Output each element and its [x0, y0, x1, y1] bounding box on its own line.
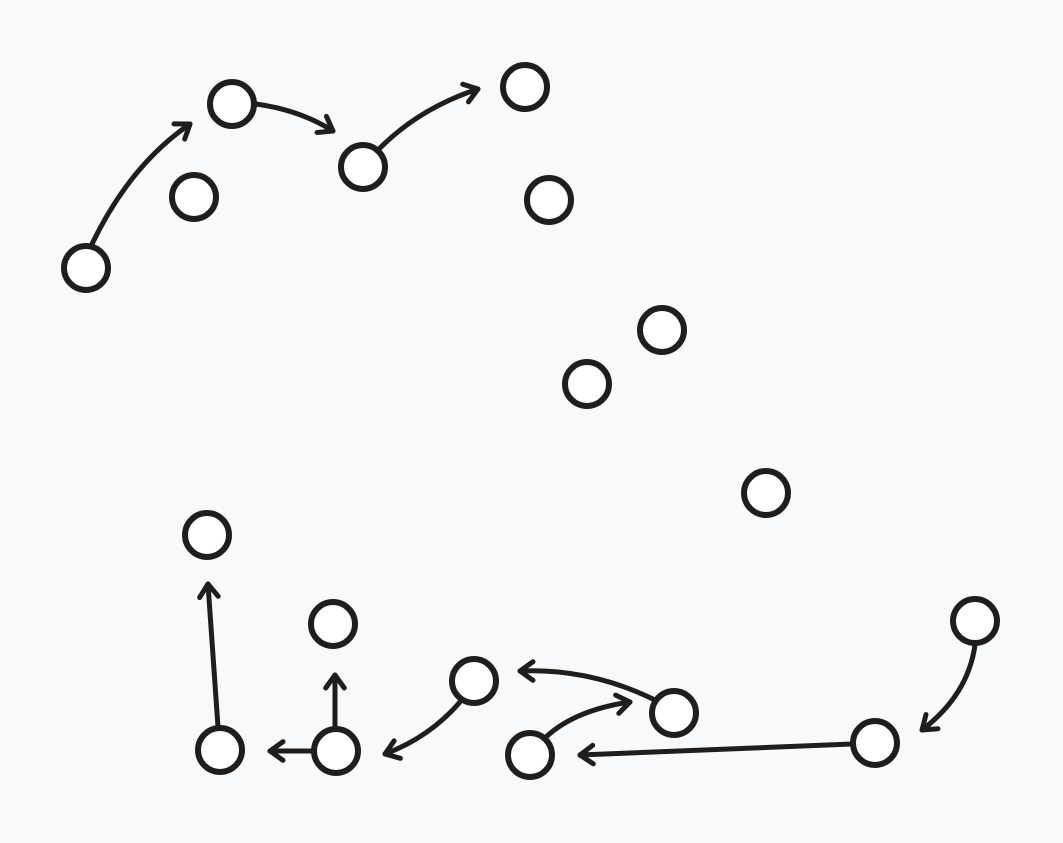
- edge-line: [382, 699, 463, 757]
- node-n14: [311, 726, 361, 776]
- node-n8: [562, 359, 612, 409]
- arrowhead: [382, 738, 403, 761]
- node-n15: [449, 656, 499, 706]
- edge-n2-n4: [253, 101, 336, 135]
- edge-n12-n11: [197, 581, 221, 730]
- node-n12: [195, 725, 245, 775]
- node-n6: [524, 175, 574, 225]
- arrowhead: [919, 712, 941, 733]
- arrowhead: [267, 739, 286, 763]
- node-n1: [61, 243, 111, 293]
- edge-n4-n5: [377, 81, 481, 151]
- node-n18: [850, 718, 900, 768]
- node-n5: [500, 62, 550, 112]
- arrowhead: [577, 742, 596, 767]
- node-n3: [169, 172, 219, 222]
- arrowhead: [613, 692, 633, 716]
- edge-line: [89, 121, 193, 247]
- edge-line: [517, 668, 658, 703]
- arrowhead: [171, 121, 193, 142]
- node-n9: [741, 468, 791, 518]
- node-n2: [207, 79, 257, 129]
- node-n7: [637, 305, 687, 355]
- nodes-layer: [61, 62, 1000, 780]
- edge-n14-n13: [323, 672, 347, 731]
- edges-layer: [89, 81, 978, 767]
- arrowhead: [517, 659, 536, 683]
- node-n17: [649, 688, 699, 738]
- edge-n14-n12: [267, 739, 316, 763]
- edge-n19-n18: [919, 642, 978, 733]
- arrowhead: [460, 81, 481, 105]
- node-n10: [182, 510, 232, 560]
- edge-line: [543, 699, 633, 740]
- edge-n17-n15: [517, 659, 658, 703]
- arrowhead: [197, 581, 221, 601]
- edge-n1-n2: [89, 121, 193, 247]
- edge-n18-n16: [577, 741, 855, 767]
- node-n16: [505, 730, 555, 780]
- arrowhead: [323, 672, 347, 691]
- node-n4: [338, 142, 388, 192]
- arrowhead: [314, 113, 336, 135]
- edge-n16-n17: [543, 692, 633, 740]
- edge-line: [253, 101, 336, 134]
- edge-line: [919, 642, 978, 733]
- node-n11: [308, 599, 358, 649]
- edge-line: [377, 86, 481, 151]
- node-n19: [950, 596, 1000, 646]
- edge-line: [205, 581, 221, 730]
- edge-n15-n14: [382, 699, 463, 761]
- edge-line: [577, 741, 855, 758]
